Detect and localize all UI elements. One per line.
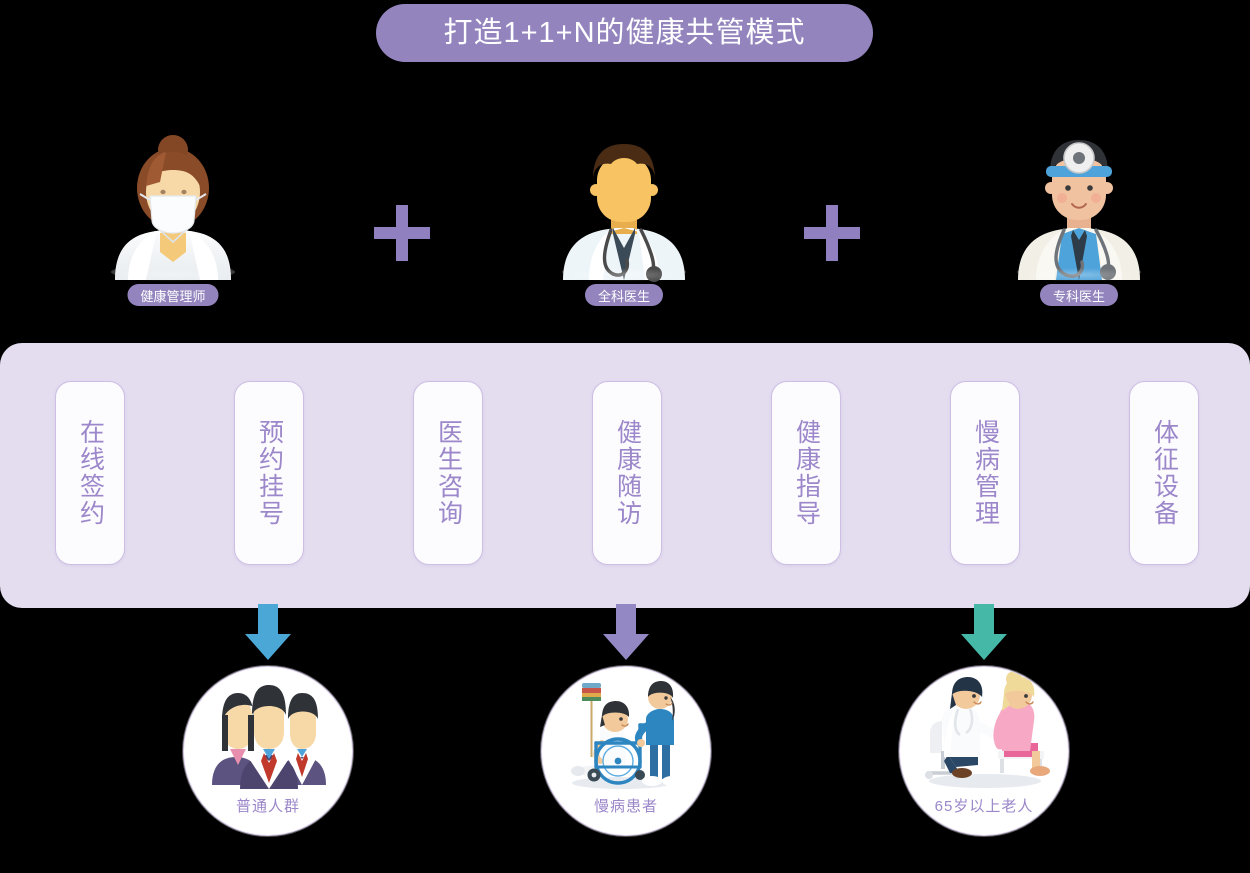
- target-group-chronic-patients[interactable]: 慢病患者: [541, 666, 711, 836]
- arrow-stem: [974, 604, 994, 638]
- service-card-label: 在线签约: [76, 419, 105, 527]
- role-label-general-practitioner: 全科医生: [584, 284, 664, 306]
- role-label-health-manager: 健康管理师: [127, 284, 219, 306]
- target-group-elderly-over-65[interactable]: 65岁以上老人: [899, 666, 1069, 836]
- doctor-examining-elderly-woman-icon: [900, 671, 1068, 791]
- service-card-label: 健康指导: [792, 419, 821, 527]
- arrow-down-icon-2: [603, 604, 649, 660]
- diagram-title-pill: 打造1+1+N的健康共管模式: [376, 4, 873, 62]
- avatar-shadow: [564, 268, 684, 282]
- target-group-label: 慢病患者: [593, 798, 658, 815]
- service-card-label: 体征设备: [1150, 419, 1179, 527]
- arrow-head: [245, 634, 291, 660]
- arrow-head: [961, 634, 1007, 660]
- service-card-label: 慢病管理: [971, 419, 1000, 527]
- male-specialist-doctor-avatar-icon: [974, 130, 1184, 282]
- wheelchair-patient-with-nurse-icon: [542, 681, 710, 791]
- service-card-doctor-consultation[interactable]: 医生咨询: [413, 381, 483, 565]
- target-group-label: 65岁以上老人: [934, 798, 1034, 815]
- page-title: 打造1+1+N的健康共管模式: [443, 16, 806, 49]
- arrow-head: [603, 634, 649, 660]
- service-card-label: 预约挂号: [255, 419, 284, 527]
- plus-operator-icon-2: [804, 205, 860, 261]
- role-label-specialist-doctor: 专科医生: [1039, 284, 1119, 306]
- service-card-vital-signs-device[interactable]: 体征设备: [1129, 381, 1199, 565]
- arrow-down-icon-3: [961, 604, 1007, 660]
- group-of-people-icon: [184, 681, 352, 791]
- service-card-health-followup[interactable]: 健康随访: [592, 381, 662, 565]
- role-general-practitioner: 全科医生: [519, 130, 729, 315]
- arrow-stem: [258, 604, 278, 638]
- avatar-shadow: [1019, 268, 1139, 282]
- role-specialist-doctor: 专科医生: [974, 130, 1184, 315]
- service-card-online-signing[interactable]: 在线签约: [55, 381, 125, 565]
- target-circle: [541, 666, 711, 836]
- service-card-appointment-registration[interactable]: 预约挂号: [234, 381, 304, 565]
- target-group-general-population[interactable]: 普通人群: [183, 666, 353, 836]
- arrow-stem: [616, 604, 636, 638]
- arrow-down-icon-1: [245, 604, 291, 660]
- avatar-shadow: [113, 268, 233, 282]
- target-circle: [183, 666, 353, 836]
- service-card-label: 医生咨询: [434, 419, 463, 527]
- service-card-label: 健康随访: [613, 419, 642, 527]
- plus-operator-icon-1: [374, 205, 430, 261]
- target-group-label: 普通人群: [235, 798, 300, 815]
- target-circle: [899, 666, 1069, 836]
- service-card-chronic-disease-management[interactable]: 慢病管理: [950, 381, 1020, 565]
- male-general-practitioner-avatar-icon: [519, 130, 729, 282]
- service-card-health-guidance[interactable]: 健康指导: [771, 381, 841, 565]
- female-health-manager-avatar-icon: [68, 130, 278, 282]
- role-health-manager: 健康管理师: [68, 130, 278, 315]
